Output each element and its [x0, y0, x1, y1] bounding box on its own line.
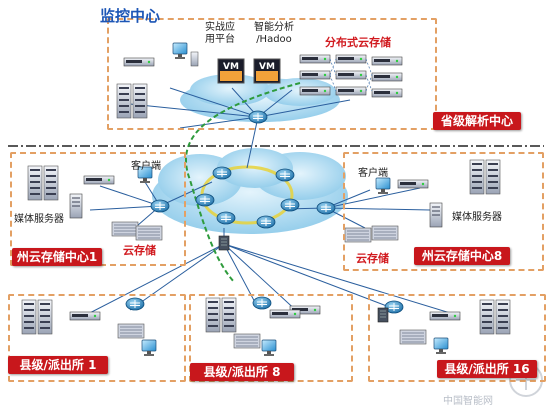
monitor-center-box: [107, 18, 437, 130]
app-platform-label: 实战应 用平台: [205, 22, 235, 45]
monitor-center-title: 监控中心: [100, 7, 161, 25]
data-path-green: [185, 82, 301, 283]
right-media-server-label: 媒体服务器: [452, 212, 502, 223]
right-region-box: [343, 152, 544, 271]
provincial-center-badge: 省级解析中心: [433, 112, 521, 130]
station-8-box: [189, 294, 353, 382]
station-16-badge: 县级/派出所 16: [437, 360, 537, 378]
left-client-label: 客户端: [131, 161, 161, 172]
vm-label-1: VM: [223, 62, 239, 72]
right-region-badge: 州云存储中心8: [414, 247, 510, 265]
left-region-badge: 州云存储中心1: [12, 248, 102, 266]
left-cloud-storage-label: 云存储: [123, 244, 156, 257]
left-media-server-label: 媒体服务器: [14, 214, 64, 225]
station-8-badge: 县级/派出所 8: [190, 363, 294, 381]
watermark-text: 中国智能网: [443, 396, 493, 407]
right-client-label: 客户端: [358, 168, 388, 179]
vm-label-2: VM: [259, 62, 275, 72]
monitor-center-devices: [116, 42, 403, 119]
station-1-box: [8, 294, 186, 382]
analysis-label: 智能分析 /Hadoo: [254, 22, 294, 45]
core-switch: [218, 235, 230, 251]
right-cloud-storage-label: 云存储: [356, 252, 389, 265]
station-16-box: [368, 294, 546, 382]
distributed-storage-label: 分布式云存储: [325, 36, 391, 49]
station-1-badge: 县级/派出所 1: [8, 356, 108, 374]
